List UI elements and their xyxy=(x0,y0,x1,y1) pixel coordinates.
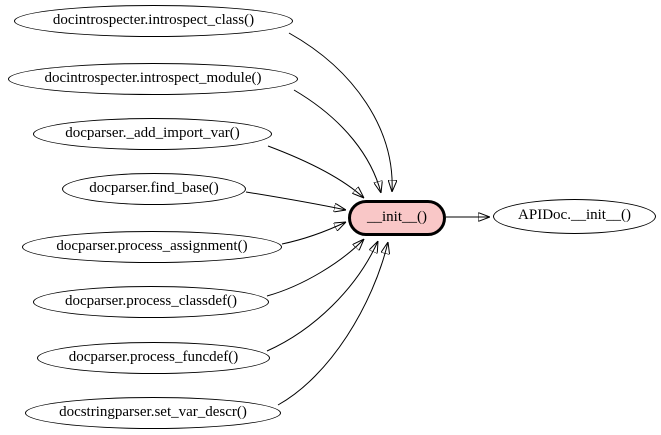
node-docintrospecter-introspect-class[interactable]: docintrospecter.introspect_class() xyxy=(14,5,293,37)
node-docparser-process-classdef[interactable]: docparser.process_classdef() xyxy=(33,286,269,318)
node-init-selected[interactable]: __init__() xyxy=(348,200,446,236)
node-apidoc-init[interactable]: APIDoc.__init__() xyxy=(493,199,656,234)
edge-introspect-class-to-init xyxy=(288,32,392,192)
node-label: docstringparser.set_var_descr() xyxy=(59,403,247,420)
edge-introspect-module-to-init xyxy=(293,89,381,193)
node-label: docparser.process_classdef() xyxy=(64,292,237,309)
node-label: APIDoc.__init__() xyxy=(518,207,631,223)
edge-process-classdef-to-init xyxy=(266,239,364,297)
node-label: docparser.find_base() xyxy=(89,179,219,196)
node-docparser-process-funcdef[interactable]: docparser.process_funcdef() xyxy=(37,342,270,374)
node-label: docparser.process_assignment() xyxy=(56,237,248,254)
edge-set-var-descr-to-init xyxy=(277,242,388,406)
node-docparser-find-base[interactable]: docparser.find_base() xyxy=(62,173,246,205)
node-label: docintrospecter.introspect_module() xyxy=(44,69,262,86)
edge-process-funcdef-to-init xyxy=(266,241,378,352)
node-docparser-add-import-var[interactable]: docparser._add_import_var() xyxy=(33,118,272,150)
node-label: docparser._add_import_var() xyxy=(65,124,240,141)
edge-add-import-var-to-init xyxy=(267,145,364,198)
node-label: __init__() xyxy=(367,208,427,225)
edge-find-base-to-init xyxy=(245,191,346,210)
node-docparser-process-assignment[interactable]: docparser.process_assignment() xyxy=(22,231,282,263)
node-docintrospecter-introspect-module[interactable]: docintrospecter.introspect_module() xyxy=(8,63,298,95)
node-label: docparser.process_funcdef() xyxy=(68,348,239,365)
node-docstringparser-set-var-descr[interactable]: docstringparser.set_var_descr() xyxy=(25,397,281,429)
edge-process-assignment-to-init xyxy=(281,222,346,245)
node-label: docintrospecter.introspect_class() xyxy=(52,11,255,28)
